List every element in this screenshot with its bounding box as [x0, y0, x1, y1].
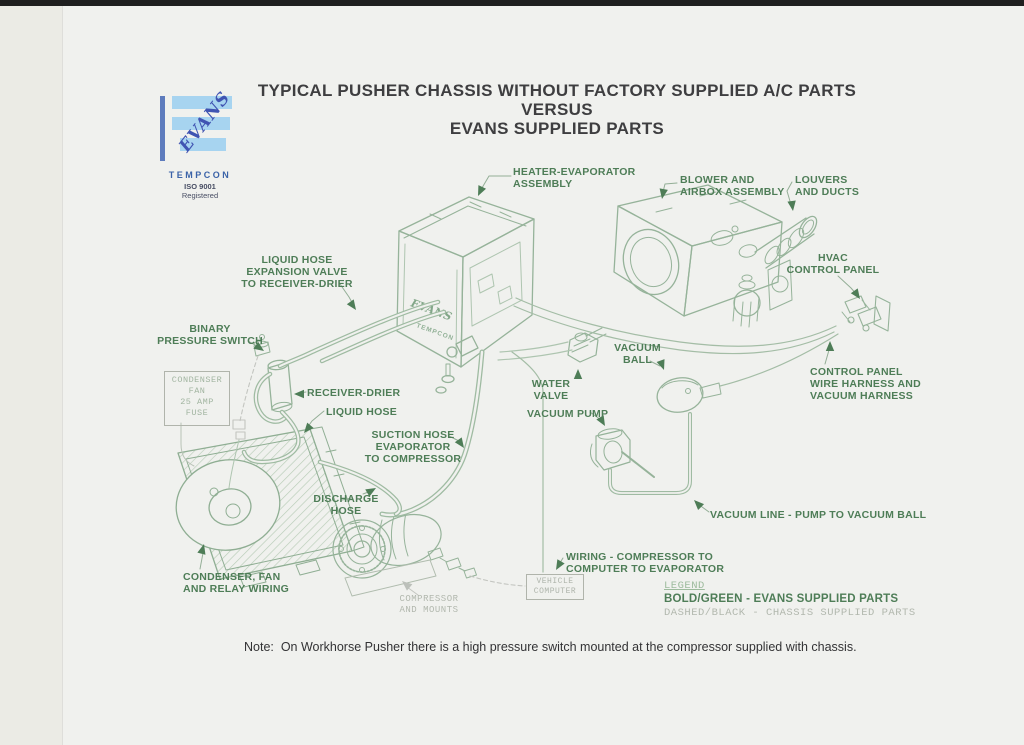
vacuum-ball: [656, 377, 722, 413]
label-control-panel-harness: CONTROL PANEL WIRE HARNESS AND VACUUM HA…: [810, 366, 921, 402]
label-compressor-mounts: COMPRESSOR AND MOUNTS: [399, 594, 459, 615]
wire-harnesses: [180, 297, 839, 573]
compressor: [332, 512, 477, 597]
label-liquid-hose-expansion-valve: LIQUID HOSE EXPANSION VALVE TO RECEIVER-…: [241, 254, 353, 290]
label-vacuum-ball: VACUUM BALL: [614, 342, 661, 366]
logo-registered: Registered: [181, 191, 219, 200]
hvac-control-panel: [841, 295, 891, 332]
logo-company-name: TEMPCON: [168, 170, 232, 180]
label-wiring-compressor-computer: WIRING - COMPRESSOR TO COMPUTER TO EVAPO…: [566, 551, 725, 575]
legend-heading: LEGEND: [664, 580, 705, 592]
evans-tempcon-logo: EVANS TEMPCON ISO 9001 Registered: [150, 88, 260, 205]
chassis-dashed-wiring: [232, 355, 526, 596]
label-hvac-control-panel: HVAC CONTROL PANEL: [786, 252, 880, 276]
label-condenser-fan-wiring: CONDENSER, FAN AND RELAY WIRING: [183, 571, 290, 595]
logo-blue-bar: [160, 96, 165, 161]
unit-brand-company: TEMPCON: [415, 322, 455, 342]
title-line-2: VERSUS: [521, 100, 593, 119]
logo-iso-certification: ISO 9001: [184, 182, 216, 191]
title-line-1: TYPICAL PUSHER CHASSIS WITHOUT FACTORY S…: [257, 81, 857, 100]
label-binary-pressure-switch: BINARY PRESSURE SWITCH: [157, 323, 263, 347]
legend-evans-parts: BOLD/GREEN - EVANS SUPPLIED PARTS: [664, 593, 899, 605]
label-suction-hose: SUCTION HOSE EVAPORATOR TO COMPRESSOR: [364, 429, 462, 465]
condenser-fan: [175, 426, 365, 588]
label-vacuum-line: VACUUM LINE - PUMP TO VACUUM BALL: [710, 509, 927, 521]
label-liquid-hose: LIQUID HOSE: [326, 406, 398, 418]
water-valve: [567, 327, 607, 363]
scanner-edge-bar: [0, 0, 1024, 6]
footnote: Note: On Workhorse Pusher there is a hig…: [244, 640, 857, 654]
receiver-drier: [253, 334, 293, 424]
refrigerant-hoses: [241, 299, 692, 518]
blower-airbox-assembly: [613, 184, 818, 328]
label-discharge-hose: DISCHARGE HOSE: [313, 493, 379, 517]
logo-e-bar: [172, 96, 232, 109]
label-receiver-drier: RECEIVER-DRIER: [307, 387, 401, 399]
label-vacuum-pump: VACUUM PUMP: [527, 408, 609, 420]
scanner-margin-strip: [0, 6, 63, 745]
heater-evaporator-assembly: EVANS TEMPCON: [396, 196, 535, 394]
condenser-fuse-box: CONDENSER FAN 25 AMP FUSE: [164, 371, 230, 426]
vehicle-computer-box: VEHICLE COMPUTER: [526, 574, 584, 600]
vacuum-pump: [590, 428, 655, 478]
title-line-3: EVANS SUPPLIED PARTS: [449, 119, 665, 138]
label-blower-airbox: BLOWER AND AIRBOX ASSEMBLY: [680, 174, 785, 198]
legend: LEGEND BOLD/GREEN - EVANS SUPPLIED PARTS…: [664, 580, 916, 619]
label-louvers-ducts: LOUVERS AND DUCTS: [795, 174, 860, 198]
logo-e-bar: [172, 117, 230, 130]
label-heater-evaporator: HEATER-EVAPORATOR ASSEMBLY: [513, 166, 636, 190]
label-water-valve: WATER VALVE: [531, 378, 571, 402]
legend-chassis-parts: DASHED/BLACK - CHASSIS SUPPLIED PARTS: [664, 607, 916, 619]
logo-e-bar: [180, 138, 226, 151]
page-title: TYPICAL PUSHER CHASSIS WITHOUT FACTORY S…: [212, 81, 902, 138]
